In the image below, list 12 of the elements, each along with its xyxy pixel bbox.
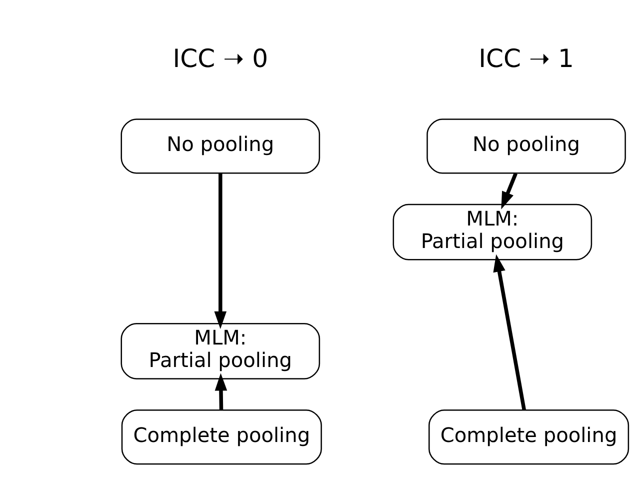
- node-box: MLM: Partial pooling: [392, 203, 592, 260]
- node-box: No pooling: [120, 118, 320, 174]
- arrow: [214, 372, 228, 410]
- node-box: No pooling: [426, 118, 626, 174]
- node-box: MLM: Partial pooling: [120, 322, 320, 379]
- label: ICC ➝ 0: [172, 44, 268, 73]
- node-box: Complete pooling: [121, 408, 322, 464]
- node-box: Complete pooling: [428, 408, 630, 464]
- arrow: [214, 173, 227, 328]
- label: ICC ➝ 1: [478, 44, 574, 73]
- arrow: [493, 254, 526, 410]
- arrow: [501, 172, 518, 209]
